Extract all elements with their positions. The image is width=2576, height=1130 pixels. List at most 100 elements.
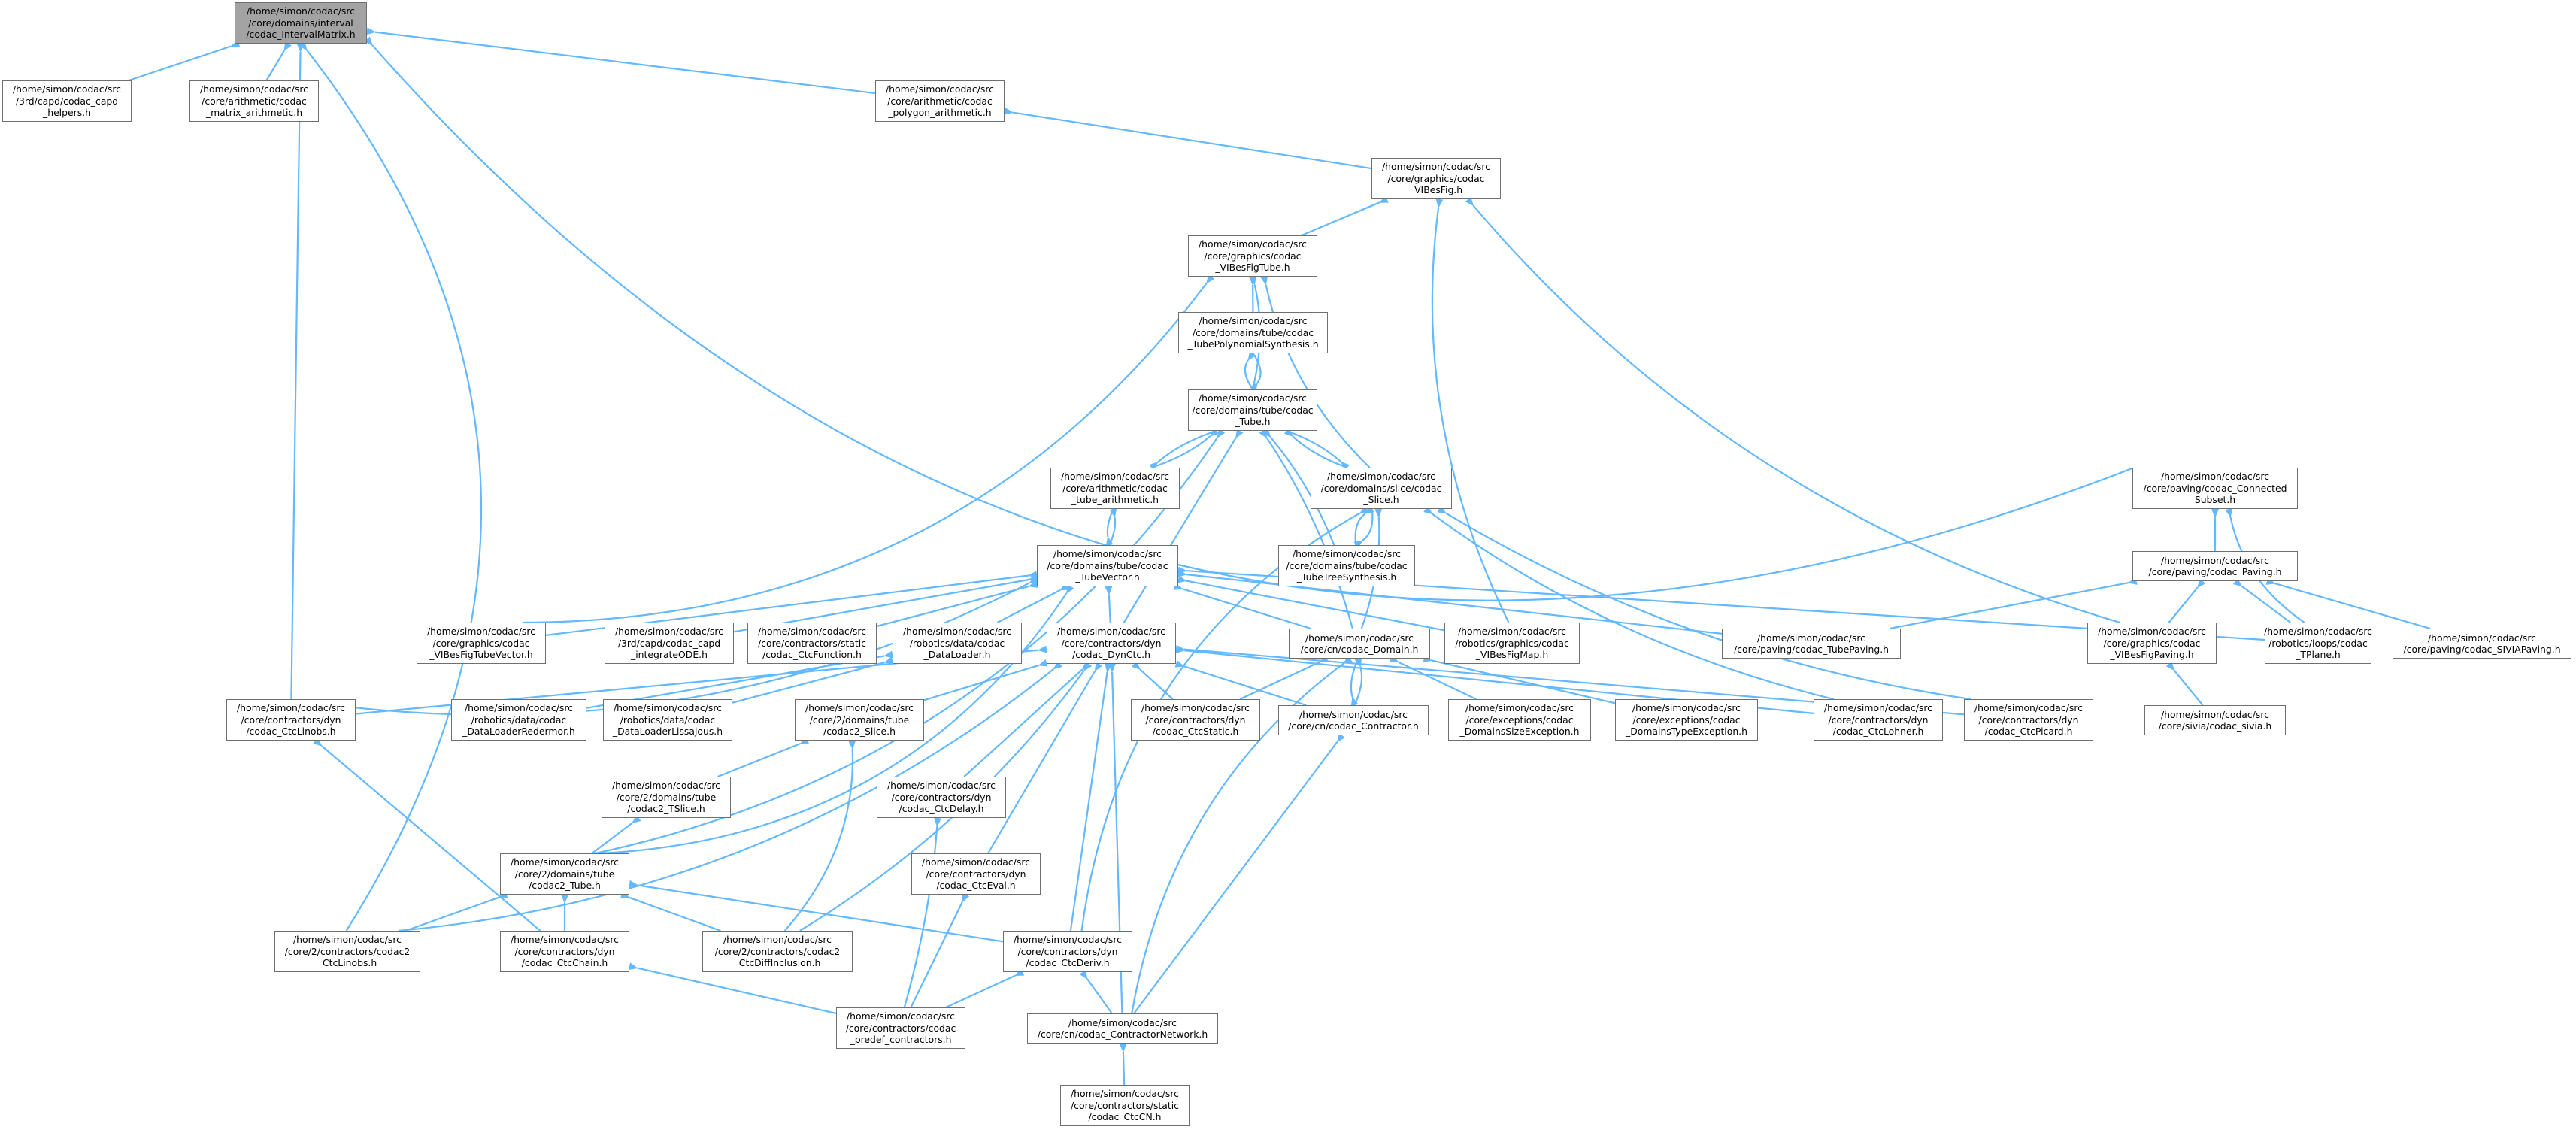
dependency-edge [398, 661, 1063, 932]
node-label-line: /home/simon/codac/src [1293, 548, 1401, 560]
node-label-line: /home/simon/codac/src [1465, 702, 1574, 714]
node-tube-polynomial-synthesis[interactable]: /home/simon/codac/src/core/domains/tube/… [1178, 312, 1328, 353]
dependency-edge [987, 662, 1103, 854]
node-label-line: /codac2_Tube.h [529, 880, 601, 892]
node-label-line: _integrateODE.h [631, 649, 708, 661]
node-label-line: /home/simon/codac/src [723, 934, 832, 946]
node-domain[interactable]: /home/simon/codac/src/core/cn/codac_Doma… [1289, 629, 1430, 659]
node-label-line: /robotics/graphics/codac [1455, 637, 1569, 649]
node-label-line: /home/simon/codac/src [237, 702, 345, 714]
node-tplane[interactable]: /home/simon/codac/src/robotics/loops/cod… [2264, 623, 2372, 664]
node-label-line: /home/simon/codac/src [1014, 934, 1122, 946]
node-label-line: /home/simon/codac/src [1305, 632, 1414, 644]
node-tube-paving[interactable]: /home/simon/codac/src/core/paving/codac_… [1722, 629, 1901, 659]
dependency-edge [595, 429, 1226, 855]
node-tube[interactable]: /home/simon/codac/src/core/domains/tube/… [1188, 389, 1317, 431]
node-label-line: /core/contractors/dyn [1828, 713, 1929, 726]
node-label-line: _TPlane.h [2296, 649, 2341, 661]
dependency-edge [1890, 577, 2138, 630]
node-label-line: /core/contractors/static [1071, 1099, 1179, 1111]
node-predef-contractors[interactable]: /home/simon/codac/src/core/contractors/c… [836, 1007, 965, 1049]
node-contractor[interactable]: /home/simon/codac/src/core/cn/codac_Cont… [1278, 705, 1429, 735]
node-tube-tree-synthesis[interactable]: /home/simon/codac/src/core/domains/tube/… [1278, 545, 1415, 586]
node-ctc-function[interactable]: /home/simon/codac/src/core/contractors/s… [747, 623, 877, 664]
node-label-line: /3rd/capd/codac_capd [617, 637, 721, 649]
dependency-edge [405, 891, 508, 932]
node-label-line: /core/2/domains/tube [514, 868, 615, 880]
node-label-line: /home/simon/codac/src [612, 780, 720, 792]
node-label-line: /home/simon/codac/src [293, 934, 402, 946]
node-ctc-eval[interactable]: /home/simon/codac/src/core/contractors/d… [911, 853, 1041, 895]
node-label-line: /core/domains/tube/codac [1192, 326, 1314, 338]
node-domains-size-exception[interactable]: /home/simon/codac/src/core/exceptions/co… [1448, 699, 1591, 741]
node-codac2-ctc-linobs[interactable]: /home/simon/codac/src/core/2/contractors… [274, 931, 420, 972]
dependency-edge [945, 968, 1025, 1008]
node-label-line: /home/simon/codac/src [200, 83, 308, 95]
node-label-line: /core/cn/codac_Contractor.h [1288, 720, 1419, 732]
node-ctc-deriv[interactable]: /home/simon/codac/src/core/contractors/d… [1003, 931, 1132, 972]
node-label-line: /home/simon/codac/src [2098, 626, 2206, 638]
dependency-edge [2168, 578, 2206, 623]
node-ctc-chain[interactable]: /home/simon/codac/src/core/contractors/d… [500, 931, 629, 972]
node-codac2-tube[interactable]: /home/simon/codac/src/core/2/domains/tub… [500, 853, 629, 895]
dependency-edge [299, 41, 483, 932]
node-data-loader[interactable]: /home/simon/codac/src/robotics/data/coda… [893, 623, 1022, 664]
node-label-line: /core/graphics/codac [2103, 637, 2201, 649]
dependency-edge [732, 656, 894, 704]
node-tube-vector[interactable]: /home/simon/codac/src/core/domains/tube/… [1037, 545, 1178, 586]
node-ctc-linobs[interactable]: /home/simon/codac/src/core/contractors/d… [226, 699, 356, 741]
node-polygon-arithmetic[interactable]: /home/simon/codac/src/core/arithmetic/co… [875, 80, 1005, 122]
node-label-line: _VIBesFig.h [1409, 184, 1463, 196]
node-data-loader-redermor[interactable]: /home/simon/codac/src/robotics/data/coda… [451, 699, 586, 741]
dependency-edge [717, 737, 810, 778]
node-vibesfig-paving[interactable]: /home/simon/codac/src/core/graphics/coda… [2087, 623, 2217, 664]
node-vibesfig-tube-vector[interactable]: /home/simon/codac/src/core/graphics/coda… [417, 623, 546, 664]
node-codac2-ctc-diff-inclusion[interactable]: /home/simon/codac/src/core/2/contractors… [702, 931, 853, 972]
node-label-line: /core/graphics/codac [1387, 172, 1485, 184]
node-capd-integrate-ode[interactable]: /home/simon/codac/src/3rd/capd/codac_cap… [605, 623, 734, 664]
node-domains-type-exception[interactable]: /home/simon/codac/src/core/exceptions/co… [1615, 699, 1758, 741]
node-ctc-cn[interactable]: /home/simon/codac/src/core/contractors/s… [1060, 1085, 1190, 1126]
node-label-line: /core/exceptions/codac [1465, 713, 1574, 726]
node-label-line: /home/simon/codac/src [2161, 471, 2269, 483]
node-label-line: /home/simon/codac/src [2161, 708, 2269, 720]
node-label-line: /core/contractors/dyn [1145, 713, 1246, 726]
node-dyn-ctc[interactable]: /home/simon/codac/src/core/contractors/d… [1047, 623, 1176, 664]
node-vibesfig-map[interactable]: /home/simon/codac/src/robotics/graphics/… [1444, 623, 1580, 664]
node-matrix-arithmetic[interactable]: /home/simon/codac/src/core/arithmetic/co… [189, 80, 319, 122]
node-ctc-picard[interactable]: /home/simon/codac/src/core/contractors/d… [1964, 699, 2093, 741]
dependency-edge [1177, 569, 1723, 635]
node-ctc-static[interactable]: /home/simon/codac/src/core/contractors/d… [1131, 699, 1260, 741]
node-paving[interactable]: /home/simon/codac/src/core/paving/codac_… [2132, 551, 2298, 581]
node-sivia-paving[interactable]: /home/simon/codac/src/core/paving/codac_… [2393, 629, 2571, 659]
node-data-loader-lissajous[interactable]: /home/simon/codac/src/robotics/data/coda… [603, 699, 732, 741]
node-label-line: /home/simon/codac/src [1299, 708, 1408, 720]
node-ctc-delay[interactable]: /home/simon/codac/src/core/contractors/d… [877, 777, 1006, 818]
node-slice[interactable]: /home/simon/codac/src/core/domains/slice… [1311, 468, 1452, 509]
node-label-line: /home/simon/codac/src [247, 5, 355, 17]
node-connected-subset[interactable]: /home/simon/codac/src/core/paving/codac_… [2132, 468, 2298, 509]
node-contractor-network[interactable]: /home/simon/codac/src/core/cn/codac_Cont… [1027, 1013, 1218, 1044]
node-label-line: /home/simon/codac/src [1053, 548, 1162, 560]
node-vibesfigtube[interactable]: /home/simon/codac/src/core/graphics/coda… [1188, 235, 1317, 277]
node-label-line: _DataLoaderLissajous.h [612, 726, 723, 738]
node-label-line: /home/simon/codac/src [922, 856, 1030, 868]
dependency-edge [1260, 275, 1371, 468]
node-tube-arithmetic[interactable]: /home/simon/codac/src/core/arithmetic/co… [1050, 468, 1180, 509]
node-codac2-slice[interactable]: /home/simon/codac/src/core/2/domains/tub… [795, 699, 924, 741]
node-ctc-lohner[interactable]: /home/simon/codac/src/core/contractors/d… [1814, 699, 1943, 741]
dependency-edge [1151, 428, 1219, 469]
node-label-line: /home/simon/codac/src [511, 856, 619, 868]
node-vibesfig[interactable]: /home/simon/codac/src/core/graphics/coda… [1371, 158, 1501, 199]
node-label-line: /home/simon/codac/src [887, 780, 996, 792]
dependency-edge [1350, 658, 1359, 707]
dependency-edge [1177, 575, 1445, 632]
node-codac2-tslice[interactable]: /home/simon/codac/src/core/2/domains/tub… [602, 777, 731, 818]
node-label-line: /robotics/loops/codac [2268, 637, 2368, 649]
node-capd-helpers[interactable]: /home/simon/codac/src/3rd/capd/codac_cap… [2, 80, 132, 122]
dependency-edge [1431, 198, 1510, 623]
node-label-line: _predef_contractors.h [850, 1034, 952, 1046]
node-sivia[interactable]: /home/simon/codac/src/core/sivia/codac_s… [2144, 705, 2286, 735]
node-label-line: /core/sivia/codac_sivia.h [2158, 720, 2272, 732]
node-root-interval-matrix[interactable]: /home/simon/codac/src/core/domains/inter… [235, 2, 367, 44]
